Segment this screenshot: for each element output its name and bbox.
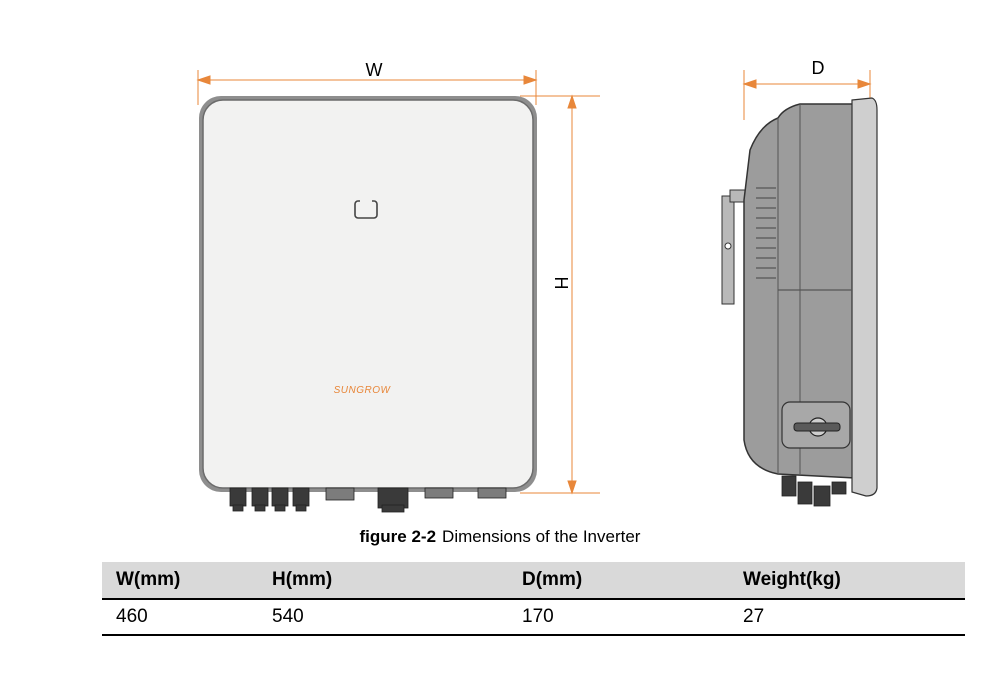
width-label: W <box>366 60 383 80</box>
figure-title: Dimensions of the Inverter <box>442 527 641 546</box>
cell-width: 460 <box>102 599 258 636</box>
width-dimension <box>196 70 538 105</box>
bottom-connectors <box>229 487 507 513</box>
inverter-dimension-drawing: W H SUNGROW <box>196 58 878 513</box>
height-label: H <box>551 277 571 290</box>
table-header-row: W(mm) H(mm) D(mm) Weight(kg) <box>102 562 965 600</box>
dc-switch-icon <box>781 401 851 449</box>
figure-number: figure 2-2 <box>359 527 437 546</box>
header-height: H(mm) <box>258 562 508 600</box>
figure-caption: figure 2-2 Dimensions of the Inverter <box>0 527 1000 547</box>
header-weight: Weight(kg) <box>729 562 965 600</box>
front-cover-edge <box>851 97 878 497</box>
front-view: W H SUNGROW <box>196 60 600 513</box>
cell-weight: 27 <box>729 599 965 636</box>
heatsink-fins <box>756 187 776 279</box>
table-row: 460 540 170 27 <box>102 599 965 636</box>
cell-depth: 170 <box>508 599 729 636</box>
header-depth: D(mm) <box>508 562 729 600</box>
cell-height: 540 <box>258 599 508 636</box>
sungrow-logo: SUNGROW <box>334 385 392 396</box>
depth-label: D <box>812 58 825 78</box>
side-view: D <box>721 58 878 507</box>
side-connectors <box>781 475 847 507</box>
height-dimension <box>520 94 600 495</box>
depth-dimension <box>742 70 872 120</box>
header-width: W(mm) <box>102 562 258 600</box>
dimensions-table: W(mm) H(mm) D(mm) Weight(kg) 460 540 170… <box>102 562 965 636</box>
inverter-front-panel <box>202 99 534 489</box>
